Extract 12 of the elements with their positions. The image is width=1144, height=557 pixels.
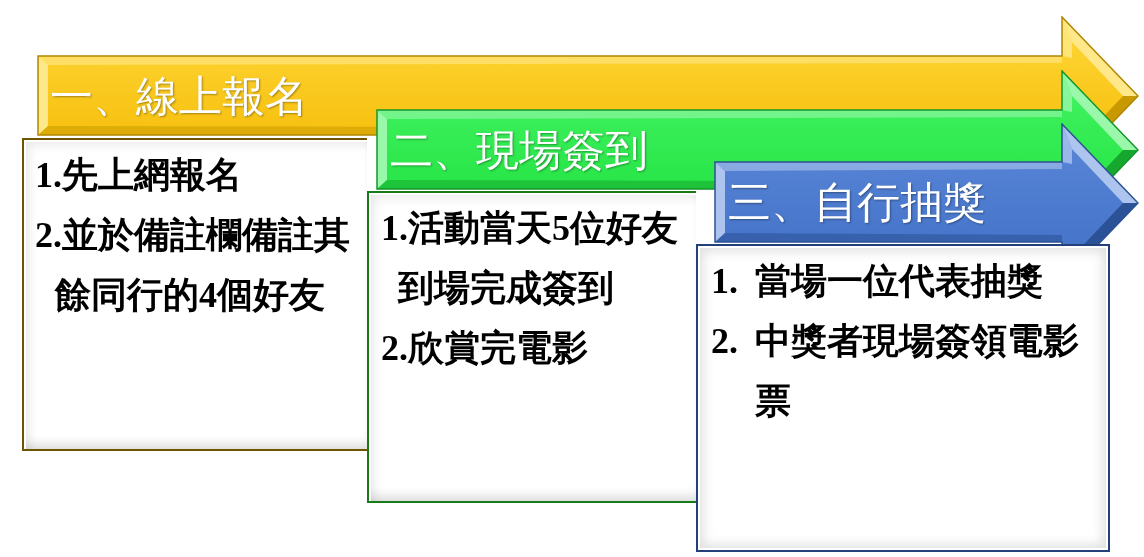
list-item: 1.活動當天5位好友到場完成簽到	[381, 207, 679, 310]
step-box	[367, 191, 696, 503]
list-item: 2. 中獎者現場簽領電影票	[711, 320, 1080, 423]
list-item: 2.欣賞完電影	[381, 327, 588, 370]
step-heading: 一、線上報名	[50, 70, 308, 121]
list-item: 2.並於備註欄備註其餘同行的4個好友	[35, 214, 351, 317]
step-box	[696, 244, 1110, 552]
step-heading: 三、自行抽獎	[728, 177, 986, 227]
list-item: 1. 當場一位代表抽獎	[711, 260, 1043, 303]
step-heading: 二、現場簽到	[390, 124, 648, 175]
step-box	[22, 138, 367, 451]
list-item: 1.先上網報名	[35, 154, 242, 197]
